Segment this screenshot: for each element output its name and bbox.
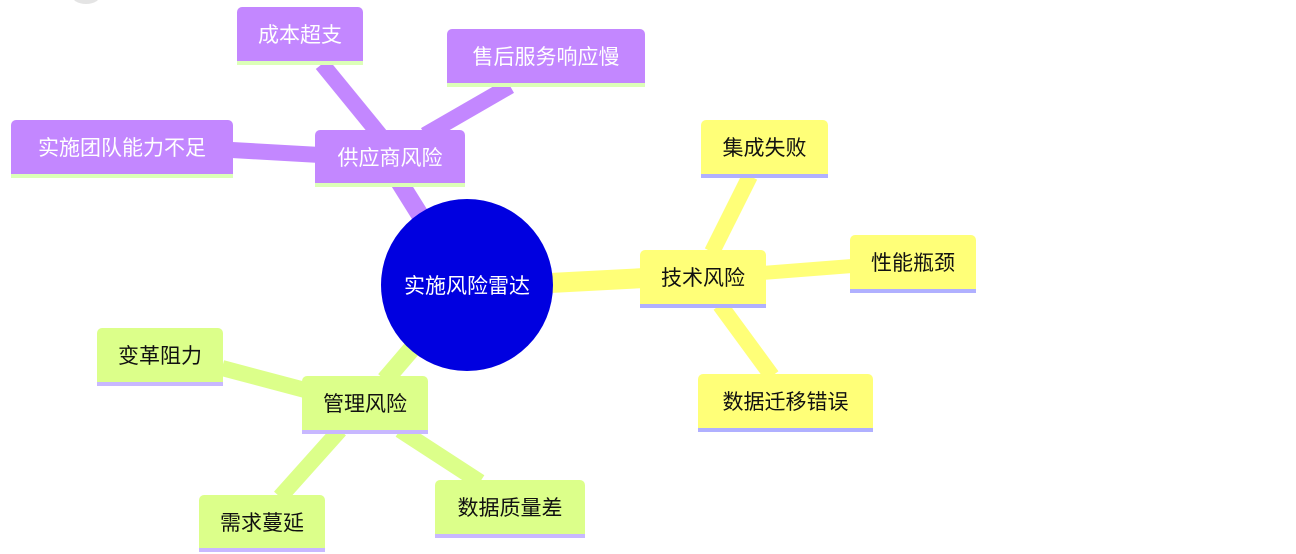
branch-node-management[interactable]: 管理风险 bbox=[302, 376, 428, 434]
edge-mgmt-change bbox=[219, 360, 308, 398]
leaf-node[interactable]: 数据迁移错误 bbox=[698, 374, 873, 432]
edge-root-mgmt bbox=[378, 339, 422, 386]
branch-node-tech[interactable]: 技术风险 bbox=[640, 250, 766, 308]
edge-tech-migration bbox=[713, 300, 779, 381]
partial-node-indicator bbox=[71, 0, 101, 4]
edge-root-tech bbox=[549, 268, 646, 293]
edge-mgmt-creep bbox=[274, 424, 346, 503]
edge-tech-performance bbox=[761, 259, 853, 280]
leaf-node[interactable]: 需求蔓延 bbox=[199, 495, 325, 552]
leaf-node[interactable]: 售后服务响应慢 bbox=[447, 29, 645, 87]
leaf-node[interactable]: 实施团队能力不足 bbox=[11, 120, 233, 178]
edge-supplier-team bbox=[231, 142, 321, 163]
leaf-node[interactable]: 集成失败 bbox=[701, 120, 828, 178]
branch-node-supplier[interactable]: 供应商风险 bbox=[315, 130, 465, 187]
edge-supplier-cost bbox=[315, 58, 387, 141]
edge-supplier-aftersales bbox=[421, 79, 514, 142]
edge-tech-integration bbox=[704, 172, 758, 256]
leaf-node[interactable]: 性能瓶颈 bbox=[850, 235, 976, 293]
edge-mgmt-quality bbox=[395, 423, 485, 489]
leaf-node[interactable]: 变革阻力 bbox=[97, 328, 223, 386]
root-node[interactable]: 实施风险雷达 bbox=[381, 199, 553, 371]
leaf-node[interactable]: 成本超支 bbox=[237, 7, 363, 65]
leaf-node[interactable]: 数据质量差 bbox=[435, 480, 585, 538]
